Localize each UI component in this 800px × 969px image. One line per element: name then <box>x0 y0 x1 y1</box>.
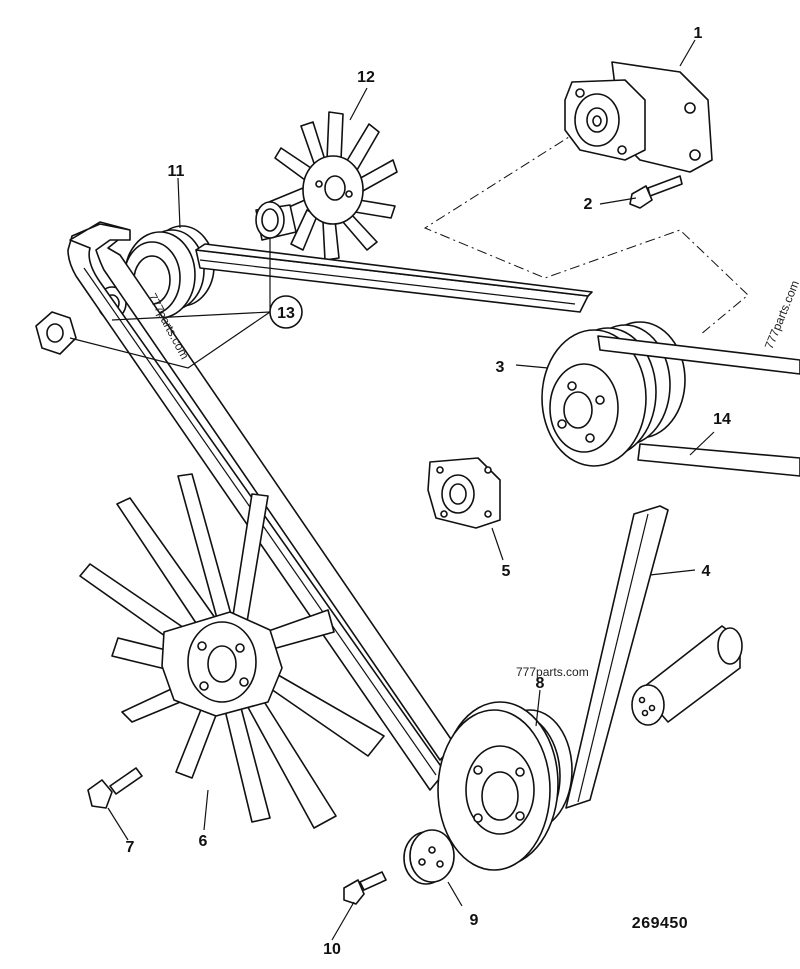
part-6-fan <box>79 473 385 829</box>
callout-11: 11 <box>168 163 185 180</box>
part-8-crank-pulley <box>437 701 573 871</box>
callout-12: 12 <box>357 69 375 86</box>
part-4-belt <box>565 505 669 809</box>
callout-13-circle <box>269 295 303 329</box>
leader-lines <box>69 39 715 941</box>
right-belt-strands <box>597 335 800 477</box>
callout-6: 6 <box>199 833 208 850</box>
figure-number: 269450 <box>632 915 688 932</box>
drive-shaft <box>631 625 743 726</box>
callout-13: 13 <box>277 305 295 322</box>
part-9-washer <box>403 829 455 885</box>
callout-3: 3 <box>496 359 505 376</box>
callout-7: 7 <box>126 839 135 856</box>
callout-10: 10 <box>323 941 341 958</box>
callout-2: 2 <box>584 196 593 213</box>
part-13-nut <box>35 311 77 355</box>
part-1-housing-bracket <box>564 61 713 173</box>
callout-8: 8 <box>536 675 545 692</box>
part-12-impeller <box>268 111 398 261</box>
callout-14: 14 <box>713 411 731 428</box>
part-10-bolt <box>343 871 387 905</box>
part-7-bolt <box>87 767 143 809</box>
assembly-dash-lines <box>423 129 749 336</box>
callout-1: 1 <box>694 25 703 42</box>
callout-9: 9 <box>470 912 479 929</box>
callout-5: 5 <box>502 563 511 580</box>
part-5-flange <box>427 457 501 529</box>
callout-labels: 1 2 3 4 5 6 7 8 9 10 11 12 13 14 <box>126 25 731 958</box>
watermark-center: 777parts.com <box>516 665 589 679</box>
watermark-right: 777parts.com <box>762 278 800 351</box>
part-13-seal <box>255 201 297 241</box>
callout-4: 4 <box>702 563 711 580</box>
part-2-bolt <box>629 175 683 209</box>
upper-belt <box>195 243 593 313</box>
